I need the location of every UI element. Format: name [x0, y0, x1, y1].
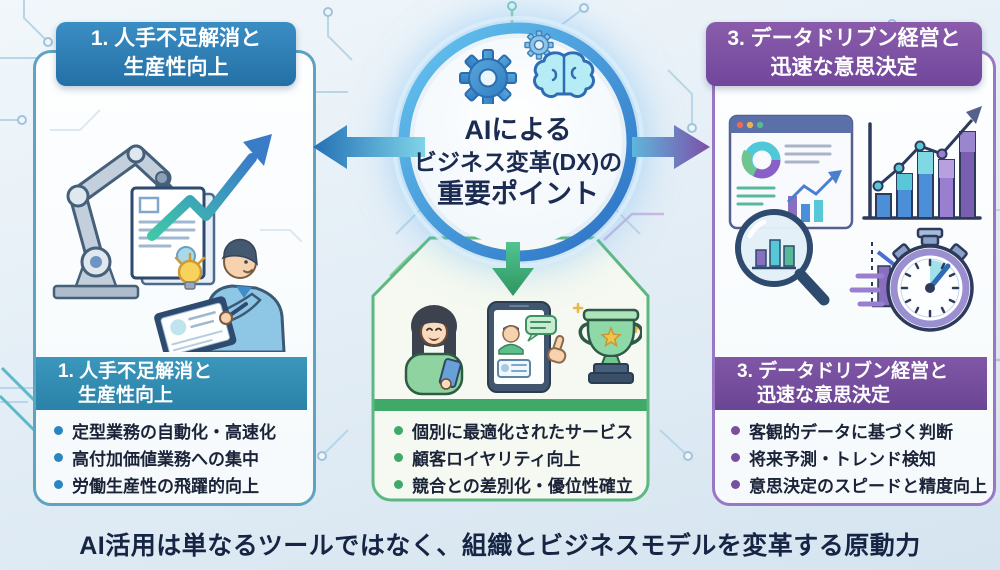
- header-productivity-line2: 生産性向上: [78, 385, 174, 406]
- banner-data-driven: 3. データドリブン経営と 迅速な意思決定: [706, 22, 982, 86]
- bullet-text: 将来予測・トレンド検知: [749, 450, 936, 469]
- bullet-dot: [394, 453, 403, 462]
- list-item: 労働生産性の飛躍的向上: [54, 471, 276, 498]
- bullet-dot: [54, 453, 63, 462]
- lightbulb-icon: [174, 252, 206, 290]
- bullet-text: 個別に最適化されたサービス: [412, 423, 633, 442]
- header-bar-productivity: 1. 人手不足解消と 生産性向上: [36, 357, 307, 410]
- growth-bar-chart: [862, 106, 982, 220]
- bullet-text: 定型業務の自動化・高速化: [72, 423, 276, 442]
- cursor-hand-icon: [547, 335, 567, 364]
- bullet-list-data-driven: 客観的データに基づく判断 将来予測・トレンド検知 意思決定のスピードと精度向上: [731, 417, 987, 498]
- list-item: 個別に最適化されたサービス: [394, 417, 633, 444]
- bullet-dot: [394, 480, 403, 489]
- center-title-line2: ビジネス変革(DX)の: [413, 149, 623, 175]
- tagline: AI活用は単なるツールではなく、組織とビジネスモデルを変革する原動力: [79, 532, 921, 560]
- bullet-list-customer: 個別に最適化されたサービス 顧客ロイヤリティ向上 競合との差別化・優位性確立: [394, 417, 633, 498]
- bullet-list-productivity: 定型業務の自動化・高速化 高付加価値業務への集中 労働生産性の飛躍的向上: [54, 417, 276, 498]
- analytics-dashboard-illustration: [728, 106, 982, 332]
- list-item: 客観的データに基づく判断: [731, 417, 987, 444]
- bullet-dot: [731, 480, 740, 489]
- bullet-text: 労働生産性の飛躍的向上: [72, 477, 259, 496]
- center-title: AIによる ビジネス変革(DX)の 重要ポイント: [408, 114, 628, 211]
- person-with-tablet: [154, 238, 286, 352]
- list-item: 顧客ロイヤリティ向上: [394, 444, 633, 471]
- gears-and-brain-icons: [459, 30, 595, 104]
- banner-productivity: 1. 人手不足解消と 生産性向上: [56, 22, 296, 86]
- header-data-driven-line2: 迅速な意思決定: [757, 385, 891, 406]
- list-item: 将来予測・トレンド検知: [731, 444, 987, 471]
- list-item: 定型業務の自動化・高速化: [54, 417, 276, 444]
- header-data-driven-line1: 3. データドリブン経営と: [737, 361, 949, 382]
- customer-woman: [404, 305, 464, 396]
- arrow-right-icon: [632, 125, 710, 169]
- bullet-text: 高付加価値業務への集中: [72, 450, 259, 469]
- arrow-down-icon: [492, 242, 534, 296]
- gear-icon: [459, 49, 517, 104]
- bullet-dot: [731, 453, 740, 462]
- list-item: 高付加価値業務への集中: [54, 444, 276, 471]
- bullet-dot: [54, 426, 63, 435]
- small-gear-icon: [524, 30, 554, 60]
- bullet-text: 意思決定のスピードと精度向上: [749, 477, 987, 496]
- banner-data-driven-line2: 迅速な意思決定: [770, 56, 918, 79]
- center-title-line1: AIによる: [464, 115, 572, 145]
- list-item: 意思決定のスピードと精度向上: [731, 471, 987, 498]
- bullet-dot: [394, 426, 403, 435]
- banner-productivity-line2: 生産性向上: [123, 56, 229, 79]
- smartphone-app: [487, 301, 567, 393]
- stopwatch-icon: [849, 227, 974, 332]
- robot-arm-illustration: [50, 109, 303, 352]
- trophy-icon: [572, 302, 642, 384]
- list-item: 競合との差別化・優位性確立: [394, 471, 633, 498]
- bullet-text: 競合との差別化・優位性確立: [412, 477, 633, 496]
- brain-icon: [533, 51, 595, 98]
- magnifier-icon: [735, 209, 830, 306]
- center-title-line3: 重要ポイント: [437, 179, 599, 209]
- green-divider-bar: [374, 399, 647, 411]
- bullet-text: 客観的データに基づく判断: [749, 423, 953, 442]
- bullet-text: 顧客ロイヤリティ向上: [412, 450, 581, 469]
- banner-data-driven-line1: 3. データドリブン経営と: [727, 27, 961, 50]
- header-productivity-line1: 1. 人手不足解消と: [58, 361, 213, 382]
- bullet-dot: [731, 426, 740, 435]
- customer-smartphone-trophy-illustration: [404, 301, 642, 396]
- bullet-dot: [54, 480, 63, 489]
- banner-productivity-line1: 1. 人手不足解消と: [90, 27, 262, 50]
- arrow-left-icon: [313, 125, 425, 169]
- header-bar-data-driven: 3. データドリブン経営と 迅速な意思決定: [715, 357, 987, 410]
